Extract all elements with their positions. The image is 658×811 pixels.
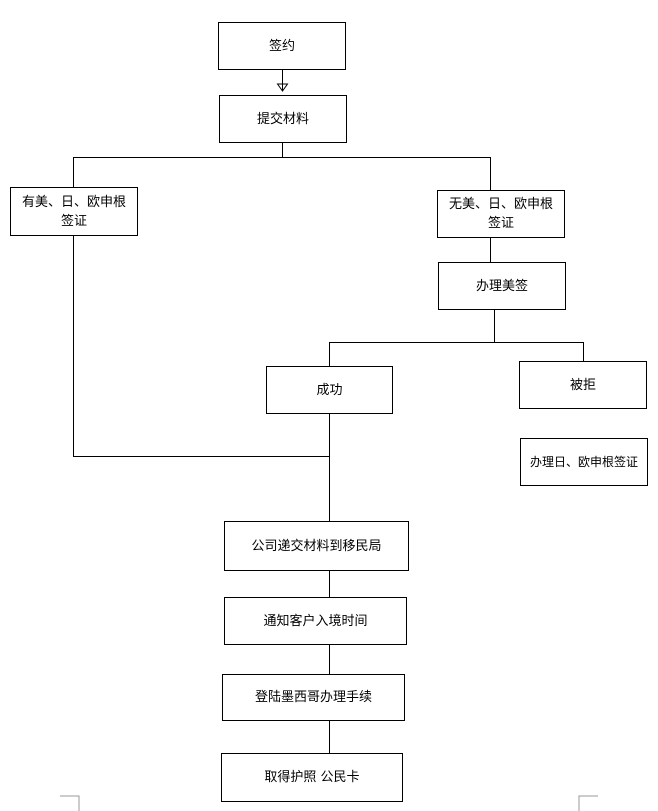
node-has-visa-line-1: 有美、日、欧申根 [21, 194, 126, 210]
node-has-visa-line-2: 签证 [60, 213, 87, 229]
corner-mark-right [578, 795, 598, 811]
node-rejected-label: 被拒 [569, 377, 596, 393]
node-notify: 通知客户入境时间 [224, 597, 407, 645]
node-mexico-label: 登陆墨西哥办理手续 [254, 690, 372, 705]
node-success: 成功 [266, 366, 393, 414]
node-no-visa-line-1: 无美、日、欧申根 [448, 197, 553, 212]
node-rejected: 被拒 [519, 361, 647, 409]
node-passport-label: 取得护照 公民卡 [264, 770, 360, 785]
node-sign: 签约 [218, 22, 346, 70]
node-has-visa: 有美、日、欧申根 签证 [10, 187, 138, 236]
node-submit-label: 提交材料 [256, 111, 309, 127]
node-to-immigration-label: 公司递交材料到移民局 [251, 538, 382, 554]
corner-mark-left [60, 795, 80, 811]
node-eu-visa: 办理日、欧申根签证 [520, 438, 648, 486]
node-success-label: 成功 [316, 382, 343, 398]
node-notify-label: 通知客户入境时间 [263, 613, 368, 629]
node-us-visa-label: 办理美签 [475, 278, 528, 294]
node-us-visa: 办理美签 [438, 262, 566, 310]
arrow-head-sign-submit [276, 83, 289, 92]
node-mexico: 登陆墨西哥办理手续 [222, 674, 405, 721]
node-sign-label: 签约 [268, 38, 295, 54]
node-eu-visa-label: 办理日、欧申根签证 [529, 454, 638, 469]
node-to-immigration: 公司递交材料到移民局 [224, 521, 409, 571]
node-passport: 取得护照 公民卡 [221, 753, 403, 802]
node-submit: 提交材料 [219, 95, 347, 143]
node-no-visa: 无美、日、欧申根 签证 [437, 190, 565, 238]
node-no-visa-line-2: 签证 [487, 216, 514, 231]
